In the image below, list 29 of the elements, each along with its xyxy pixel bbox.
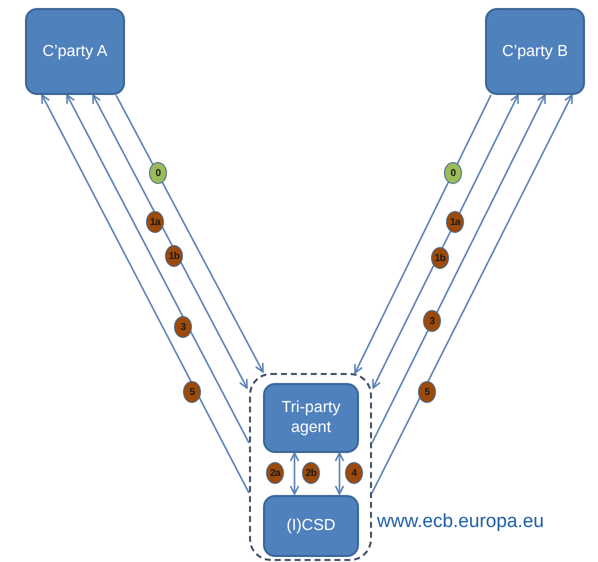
step-number-badge: 2a [266, 462, 284, 484]
process-box: C’party A [25, 8, 125, 95]
arrow [372, 94, 519, 389]
process-box: Tri-party agent [263, 383, 359, 453]
step-number-badge: 5 [418, 381, 436, 403]
step-number-badge: 0 [149, 162, 167, 184]
dashed-group-box [249, 373, 372, 561]
arrow [66, 94, 250, 444]
process-box: (I)CSD [263, 495, 359, 557]
step-number-badge: 5 [183, 381, 201, 403]
step-number-badge: 4 [345, 462, 363, 484]
arrow [371, 94, 546, 444]
arrow [92, 94, 248, 389]
step-number-badge: 3 [174, 316, 192, 338]
step-number-badge: 1b [165, 245, 183, 267]
process-box: C’party B [485, 8, 585, 95]
source-url: www.ecb.europa.eu [377, 511, 544, 533]
step-number-badge: 1a [446, 211, 464, 233]
step-number-badge: 1a [146, 211, 164, 233]
step-number-badge: 3 [423, 310, 441, 332]
arrow [290, 452, 300, 495]
arrow [371, 94, 573, 494]
step-number-badge: 0 [444, 162, 462, 184]
step-number-badge: 2b [302, 462, 320, 484]
step-number-badge: 1b [431, 247, 449, 269]
arrow [41, 94, 250, 494]
arrow [354, 94, 492, 374]
arrow [115, 94, 264, 373]
arrow [334, 452, 344, 495]
